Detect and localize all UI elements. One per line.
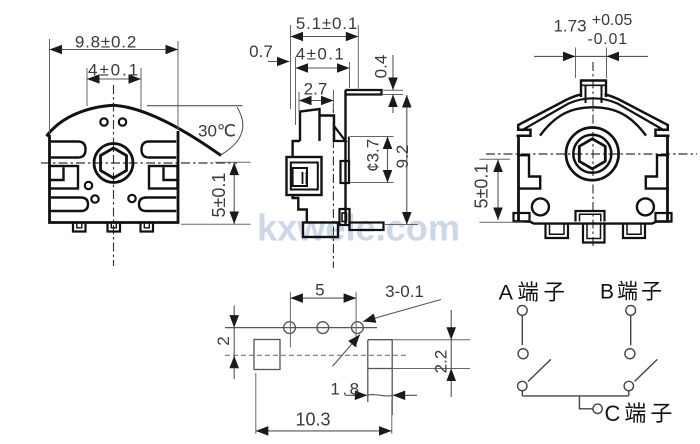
svg-text:5±0.1: 5±0.1 xyxy=(472,164,492,209)
svg-text:5.1±0.1: 5.1±0.1 xyxy=(296,14,358,33)
svg-text:30℃: 30℃ xyxy=(198,122,236,141)
svg-text:9.2: 9.2 xyxy=(393,145,412,169)
svg-text:9.8±0.2: 9.8±0.2 xyxy=(75,33,137,52)
svg-text:4±0.1: 4±0.1 xyxy=(88,61,140,80)
svg-text:B端子: B端子 xyxy=(600,281,665,304)
svg-text:A端子: A端子 xyxy=(499,281,570,305)
svg-text:4±0.1: 4±0.1 xyxy=(296,45,345,64)
svg-text:3-0.1: 3-0.1 xyxy=(385,282,424,301)
svg-text:1.8: 1.8 xyxy=(330,380,361,399)
svg-text:5: 5 xyxy=(315,281,324,300)
svg-text:2.7: 2.7 xyxy=(304,80,328,99)
svg-text:kxwele.com: kxwele.com xyxy=(257,208,460,249)
svg-text:2.2: 2.2 xyxy=(432,350,451,374)
svg-text:2: 2 xyxy=(214,336,233,345)
svg-text:+0.05: +0.05 xyxy=(592,12,633,29)
svg-text:5±0.1: 5±0.1 xyxy=(209,173,229,218)
svg-text:0.4: 0.4 xyxy=(372,55,391,79)
svg-text:-0.01: -0.01 xyxy=(587,31,627,48)
svg-text:10.3: 10.3 xyxy=(295,409,330,429)
svg-text:C端子: C端子 xyxy=(605,401,677,426)
svg-text:¢3.7: ¢3.7 xyxy=(364,139,383,172)
svg-text:1.73: 1.73 xyxy=(553,17,586,36)
svg-text:0.7: 0.7 xyxy=(249,42,273,61)
